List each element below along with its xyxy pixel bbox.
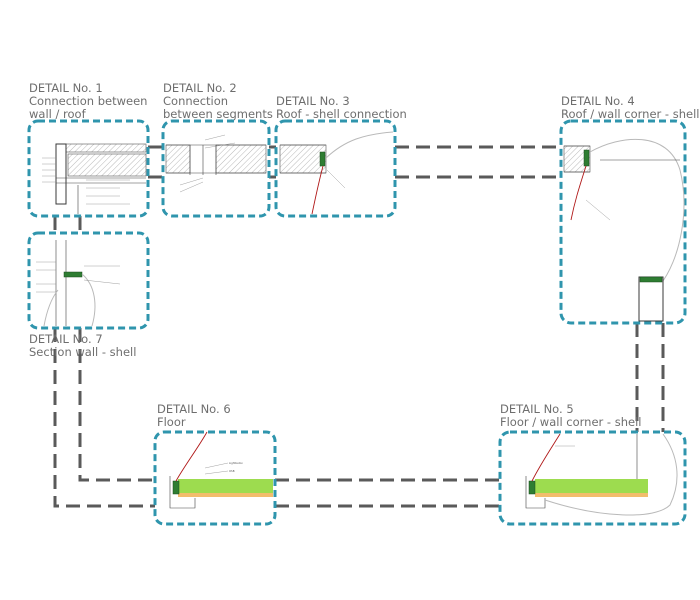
detail-7-title: DETAIL No. 7 [29,332,103,346]
detail-3-title: DETAIL No. 3 [276,94,350,108]
detail-6-drawing: Lightbeton OSB [169,431,273,509]
detail-7-drawing [36,240,121,327]
detail-1[interactable]: DETAIL No. 1 Connection between wall / r… [27,81,150,218]
detail-6-box[interactable] [153,430,277,526]
detail-1-title: DETAIL No. 1 [29,81,103,95]
detail-3-subtitle: Roof - shell connection [276,107,407,121]
detail-2[interactable]: DETAIL No. 2 Connection between segments [161,81,273,218]
detail-1-subtitle-2: wall / roof [29,107,87,121]
detail-5-drawing [525,433,678,516]
detail-4-title: DETAIL No. 4 [561,94,635,108]
route-left-between [53,216,82,233]
detail-4-box[interactable] [559,119,687,325]
detail-6-subtitle: Floor [157,415,186,429]
route-left-outer [53,328,155,508]
detail-5-subtitle: Floor / wall corner - shell [500,415,641,429]
routing-lines [53,145,665,508]
floor-layer-green [535,479,648,493]
detail-3[interactable]: DETAIL No. 3 Roof - shell connection [274,94,407,218]
detail-5[interactable]: DETAIL No. 5 Floor / wall corner - shell [498,402,687,526]
detail-4-subtitle: Roof / wall corner - shell [561,107,699,121]
detail-4-drawing [563,138,685,322]
floor-layer-lightbeton [178,479,273,493]
detail-1-subtitle: Connection between [29,94,147,108]
detail-7[interactable]: DETAIL No. 7 Section wall - shell [27,231,150,359]
detail-5-box[interactable] [498,430,687,526]
detail-2-drawing [165,134,267,193]
detail-6[interactable]: DETAIL No. 6 Floor Lightbeton OSB [153,402,277,526]
detail-2-subtitle: Connection [163,94,228,108]
route-left-inner [78,328,155,482]
detail-6-title: DETAIL No. 6 [157,402,231,416]
floor-layer-orange [535,493,648,497]
detail-5-title: DETAIL No. 5 [500,402,574,416]
detail-2-title: DETAIL No. 2 [163,81,237,95]
floor-label-osb: OSB [229,469,235,473]
detail-3-drawing [279,131,394,215]
detail-1-drawing [42,143,147,214]
floor-label-lightbeton: Lightbeton [229,461,243,465]
detail-7-subtitle: Section wall - shell [29,345,136,359]
detail-2-subtitle-2: between segments [163,107,273,121]
floor-layer-osb [178,493,273,497]
detail-4[interactable]: DETAIL No. 4 Roof / wall corner - shell [559,94,699,325]
